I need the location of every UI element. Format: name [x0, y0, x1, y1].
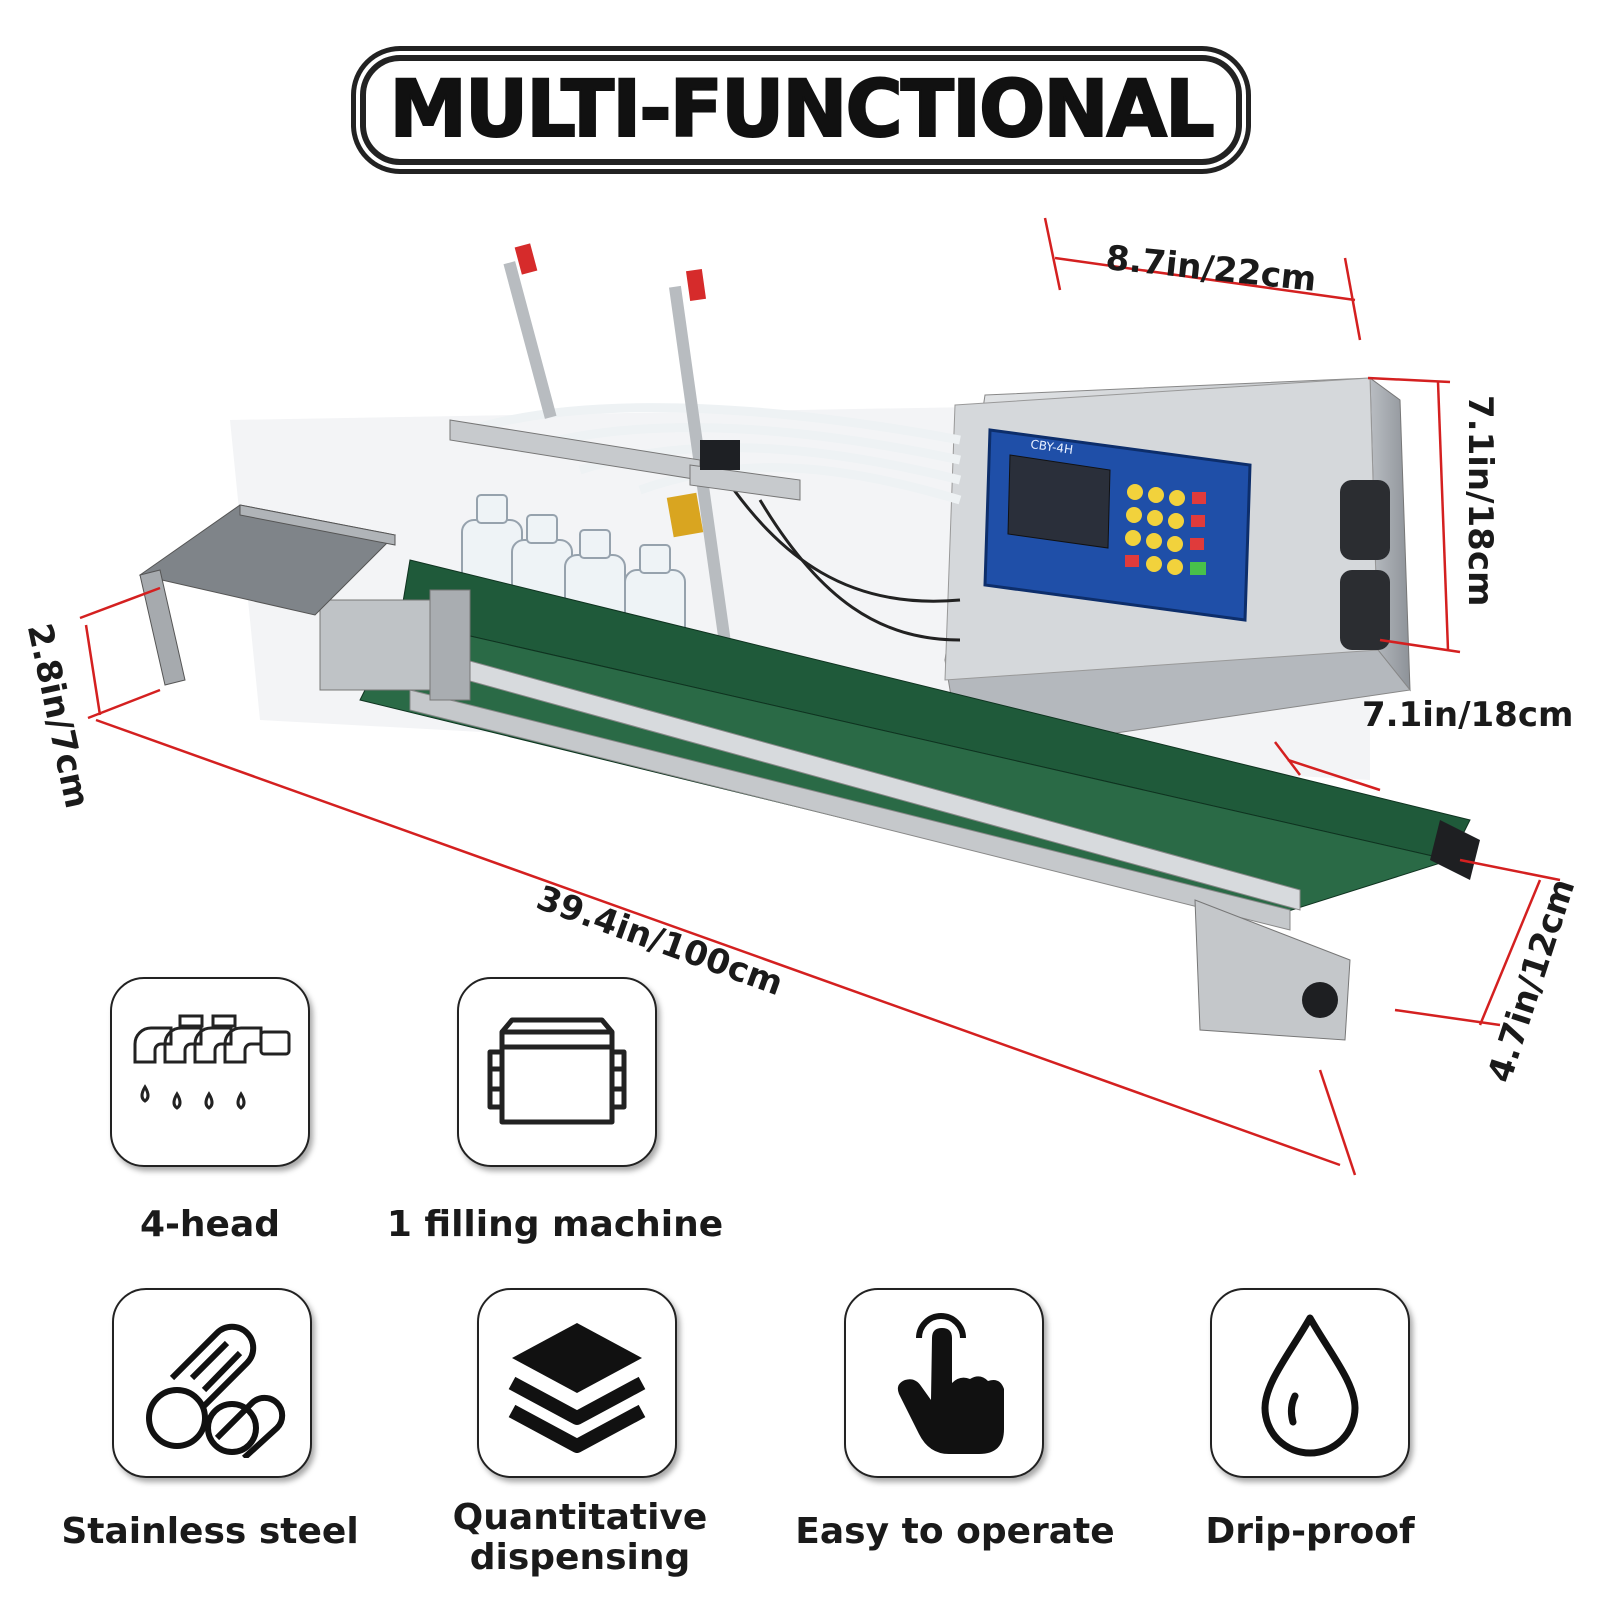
feature-machine-card [457, 977, 657, 1167]
feature-4-head-card [110, 977, 310, 1167]
collection-tray [138, 504, 397, 686]
pump-bottom [1340, 570, 1390, 650]
model-label: CBY-4H [1030, 437, 1074, 457]
touch-hand-icon [897, 1313, 1004, 1454]
machine-box-icon [487, 1017, 627, 1125]
title-outline [360, 55, 1242, 165]
feature-machine-label: 1 filling machine [386, 1204, 724, 1245]
feature-4-head-label: 4-head [139, 1204, 281, 1245]
dimension-box-height: 7.1in/18cm [1460, 395, 1500, 607]
title-banner: MULTI-FUNCTIONAL [360, 55, 1242, 165]
pump-top [1340, 480, 1390, 560]
droplet-icon [1261, 1314, 1359, 1457]
feature-drip-proof-label: Drip-proof [1205, 1511, 1415, 1552]
feature-stainless-steel-label: Stainless steel [61, 1511, 359, 1552]
layers-icon [508, 1323, 646, 1453]
belt-motor [319, 599, 431, 691]
cables [718, 469, 961, 642]
feature-dispensing-card [477, 1288, 677, 1478]
feature-easy-operate-label: Easy to operate [795, 1511, 1115, 1552]
feature-stainless-steel-card [112, 1288, 312, 1478]
nozzle-stands [449, 243, 801, 645]
lcd-screen [1007, 454, 1111, 549]
dimension-box-depth: 7.1in/18cm [1362, 695, 1574, 735]
page-title: MULTI-FUNCTIONAL [388, 64, 1215, 156]
feature-easy-operate-card [844, 1288, 1044, 1478]
control-box: CBY-4H [944, 376, 1411, 751]
steel-pipes-icon [146, 1323, 286, 1458]
feature-drip-proof-card [1210, 1288, 1410, 1478]
filling-heads-icon [133, 1014, 291, 1110]
dimension-lines [79, 217, 1561, 1176]
keypad [1125, 484, 1206, 575]
conveyor [319, 559, 1480, 1041]
feature-dispensing-label: Quantitative dispensing [452, 1497, 708, 1578]
